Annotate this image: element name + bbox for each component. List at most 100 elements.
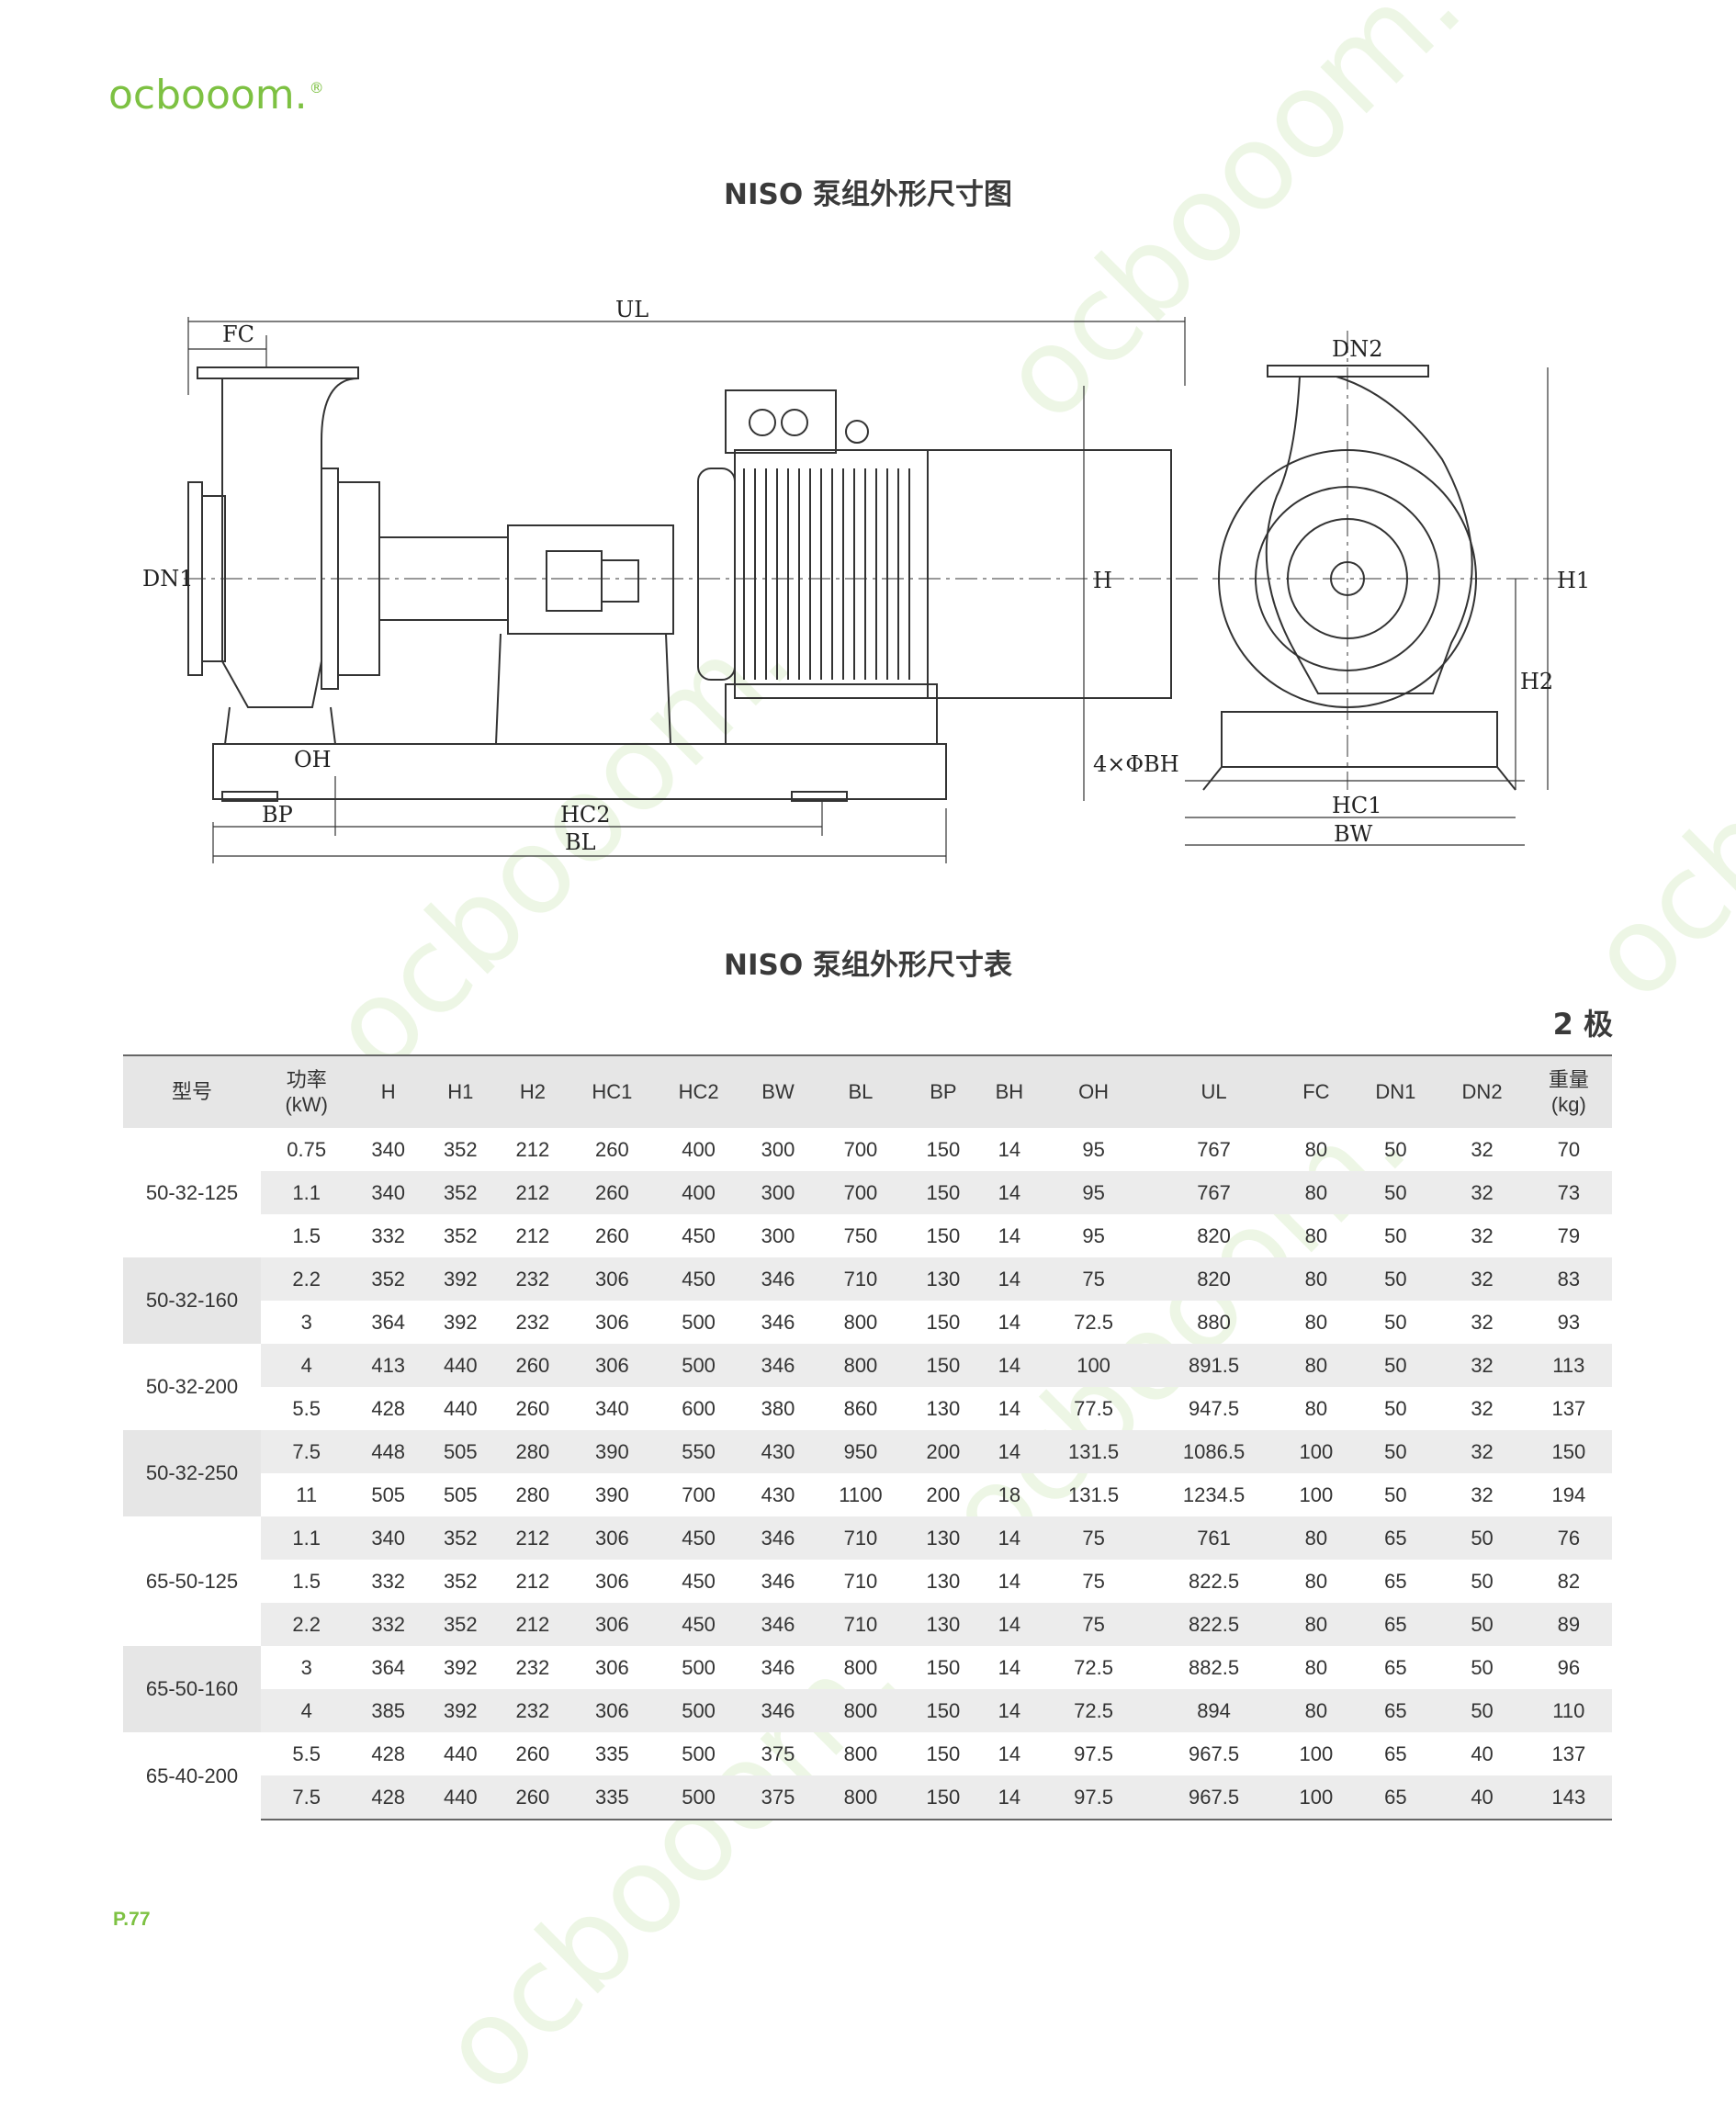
table-cell: 200 xyxy=(926,1482,961,1506)
table-cell: 550 xyxy=(655,1430,742,1473)
table-cell: 967.5 xyxy=(1189,1741,1240,1765)
table-cell: 352 xyxy=(443,1569,478,1593)
table-cell: 77.5 xyxy=(1074,1396,1113,1420)
table-cell: 232 xyxy=(496,1257,569,1301)
column-header: BH xyxy=(979,1054,1040,1128)
table-cell: 80 xyxy=(1279,1257,1353,1301)
table-cell: 32 xyxy=(1471,1482,1494,1506)
table-cell: 32 xyxy=(1438,1344,1526,1387)
column-header: 型号 xyxy=(123,1054,261,1128)
table-cell: 150 xyxy=(907,1344,980,1387)
table-cell: 340 xyxy=(352,1516,424,1560)
table-cell: 967.5 xyxy=(1147,1775,1280,1820)
table-cell: 150 xyxy=(907,1171,980,1214)
table-cell: 260 xyxy=(515,1396,550,1420)
table-cell: 505 xyxy=(371,1482,406,1506)
table-cell: 130 xyxy=(907,1603,980,1646)
column-header-label: UL xyxy=(1201,1080,1227,1104)
table-cell: 375 xyxy=(741,1775,815,1820)
table-cell: 1234.5 xyxy=(1182,1482,1246,1506)
table-cell: 72.5 xyxy=(1074,1655,1113,1679)
table-cell: 820 xyxy=(1147,1257,1280,1301)
column-header-label: H xyxy=(380,1080,396,1104)
table-cell: 137 xyxy=(1551,1396,1586,1420)
table-cell: 32 xyxy=(1471,1137,1494,1161)
table-cell: 80 xyxy=(1304,1137,1328,1161)
table-cell: 93 xyxy=(1557,1310,1581,1334)
table-cell: 335 xyxy=(569,1775,656,1820)
table-cell: 95 xyxy=(1082,1137,1105,1161)
table-cell: 947.5 xyxy=(1189,1396,1240,1420)
table-cell: 14 xyxy=(979,1257,1040,1301)
table-cell: 3 xyxy=(300,1310,312,1334)
table-cell: 32 xyxy=(1471,1223,1494,1247)
table-cell: 340 xyxy=(352,1171,424,1214)
table-cell: 14 xyxy=(998,1310,1021,1334)
table-cell: 710 xyxy=(843,1569,878,1593)
table-cell: 113 xyxy=(1525,1344,1612,1387)
label-FC: FC xyxy=(222,321,254,347)
table-cell: 14 xyxy=(998,1396,1021,1420)
table-cell: 260 xyxy=(496,1344,569,1387)
table-cell: 352 xyxy=(352,1257,424,1301)
table-cell: 212 xyxy=(496,1603,569,1646)
table-cell: 800 xyxy=(814,1344,907,1387)
table-cell: 212 xyxy=(515,1569,550,1593)
table-cell: 710 xyxy=(814,1603,907,1646)
table-cell: 800 xyxy=(843,1655,878,1679)
column-header: 重量(kg) xyxy=(1525,1054,1612,1128)
table-cell: 400 xyxy=(655,1171,742,1214)
table-cell: 143 xyxy=(1525,1775,1612,1820)
table-cell: 710 xyxy=(814,1257,907,1301)
table-cell: 306 xyxy=(594,1310,629,1334)
table-cell: 306 xyxy=(569,1603,656,1646)
table-cell: 32 xyxy=(1471,1310,1494,1334)
table-cell: 14 xyxy=(979,1171,1040,1214)
table-cell: 65 xyxy=(1384,1569,1407,1593)
table-cell: 750 xyxy=(843,1223,878,1247)
table-cell: 14 xyxy=(979,1344,1040,1387)
table-cell: 500 xyxy=(655,1775,742,1820)
label-H: H xyxy=(1093,568,1112,593)
pole-label: 2 极 xyxy=(1552,1007,1613,1042)
table-cell: 72.5 xyxy=(1039,1689,1148,1732)
table-cell: 75 xyxy=(1039,1516,1148,1560)
table-cell: 820 xyxy=(1197,1223,1231,1247)
table-cell: 40 xyxy=(1438,1775,1526,1820)
table-cell: 14 xyxy=(998,1655,1021,1679)
table-cell: 280 xyxy=(496,1430,569,1473)
table-cell: 352 xyxy=(424,1516,497,1560)
model-cell: 50-32-125 xyxy=(123,1128,261,1257)
table-cell: 306 xyxy=(594,1655,629,1679)
table-cell: 448 xyxy=(352,1430,424,1473)
table-cell: 346 xyxy=(741,1344,815,1387)
table-cell: 700 xyxy=(814,1171,907,1214)
table-cell: 300 xyxy=(761,1223,795,1247)
column-header-label: BH xyxy=(995,1080,1024,1104)
table-cell: 7.5 xyxy=(261,1775,353,1820)
table-cell: 100 xyxy=(1039,1344,1148,1387)
table-cell: 380 xyxy=(761,1396,795,1420)
table-cell: 212 xyxy=(515,1223,550,1247)
table-cell: 131.5 xyxy=(1039,1430,1148,1473)
table-cell: 72.5 xyxy=(1074,1310,1113,1334)
table-cell: 800 xyxy=(814,1775,907,1820)
column-header-label: 重量 xyxy=(1548,1067,1589,1091)
table-cell: 212 xyxy=(496,1171,569,1214)
table-cell: 710 xyxy=(814,1516,907,1560)
table-cell: 200 xyxy=(907,1430,980,1473)
table-cell: 79 xyxy=(1557,1223,1581,1247)
table-cell: 80 xyxy=(1279,1516,1353,1560)
table-cell: 500 xyxy=(682,1310,716,1334)
table-cell: 352 xyxy=(443,1137,478,1161)
table-cell: 212 xyxy=(496,1516,569,1560)
table-cell: 450 xyxy=(682,1223,716,1247)
